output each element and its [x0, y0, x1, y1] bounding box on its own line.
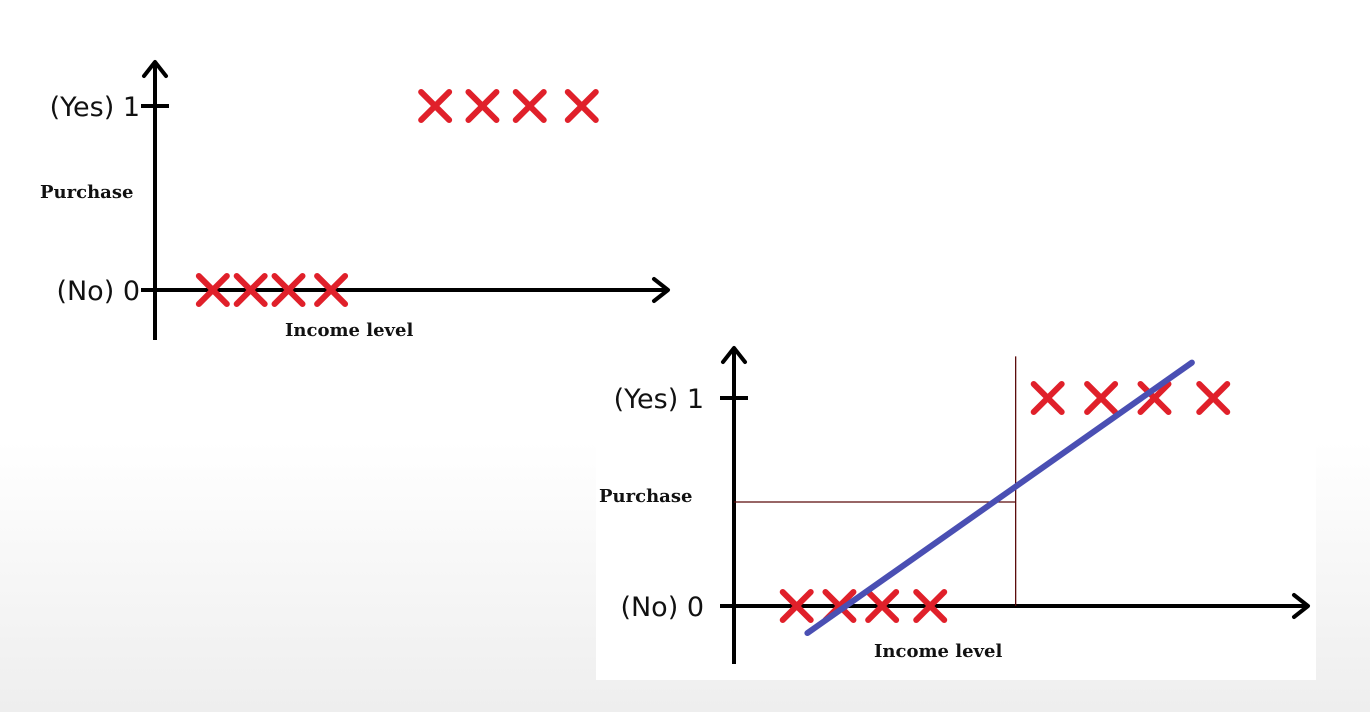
data-point-stroke: [418, 89, 453, 123]
data-point-stroke: [314, 273, 349, 307]
data-point: [1030, 381, 1065, 415]
y-axis-arrowhead: [142, 60, 168, 78]
data-point-stroke: [512, 89, 547, 123]
x-axis-title: Income level: [874, 641, 1002, 662]
data-point-stroke: [1196, 381, 1231, 415]
data-point-stroke: [1137, 381, 1172, 415]
data-point: [913, 589, 948, 623]
chart-left: (Yes) 1 (No) 0 Purchase Income level: [40, 60, 670, 341]
plot-marks: [195, 89, 599, 307]
y-axis-title: Purchase: [40, 182, 133, 203]
data-point-stroke: [1030, 381, 1065, 415]
data-point: [865, 589, 900, 623]
y-tick-label-yes: (Yes) 1: [614, 384, 704, 415]
data-point: [271, 273, 306, 307]
data-point: [1137, 381, 1172, 415]
data-point-stroke: [465, 89, 500, 123]
data-point: [195, 273, 230, 307]
chart-panel-right: (Yes) 1 (No) 0 Purchase Income level: [596, 330, 1316, 680]
data-point-stroke: [913, 589, 948, 623]
plot-marks: [734, 356, 1231, 637]
y-axis-title: Purchase: [599, 486, 692, 507]
data-point: [512, 89, 547, 123]
data-point-stroke: [271, 273, 306, 307]
y-tick-label-no: (No) 0: [56, 276, 140, 307]
data-point-stroke: [1084, 381, 1119, 415]
x-axis-arrowhead: [652, 277, 670, 303]
data-point-stroke: [233, 273, 268, 307]
data-point-stroke: [779, 589, 814, 623]
y-axis-arrowhead: [721, 346, 747, 364]
chart-right: (Yes) 1 (No) 0 Purchase Income level: [599, 346, 1310, 664]
data-point: [233, 273, 268, 307]
data-point: [418, 89, 453, 123]
y-tick-label-yes: (Yes) 1: [50, 92, 140, 123]
data-point: [564, 89, 599, 123]
data-point: [779, 589, 814, 623]
axes: [720, 346, 1310, 664]
x-axis-arrowhead: [1292, 593, 1310, 619]
x-axis-title: Income level: [285, 320, 413, 341]
data-point-stroke: [195, 273, 230, 307]
chart-panel-left: (Yes) 1 (No) 0 Purchase Income level: [20, 40, 690, 350]
data-point: [465, 89, 500, 123]
data-point-stroke: [564, 89, 599, 123]
data-point: [314, 273, 349, 307]
regression-line: [804, 359, 1195, 637]
data-point: [1084, 381, 1119, 415]
y-tick-label-no: (No) 0: [620, 592, 704, 623]
axes: [141, 60, 670, 340]
data-point: [1196, 381, 1231, 415]
data-point-stroke: [865, 589, 900, 623]
